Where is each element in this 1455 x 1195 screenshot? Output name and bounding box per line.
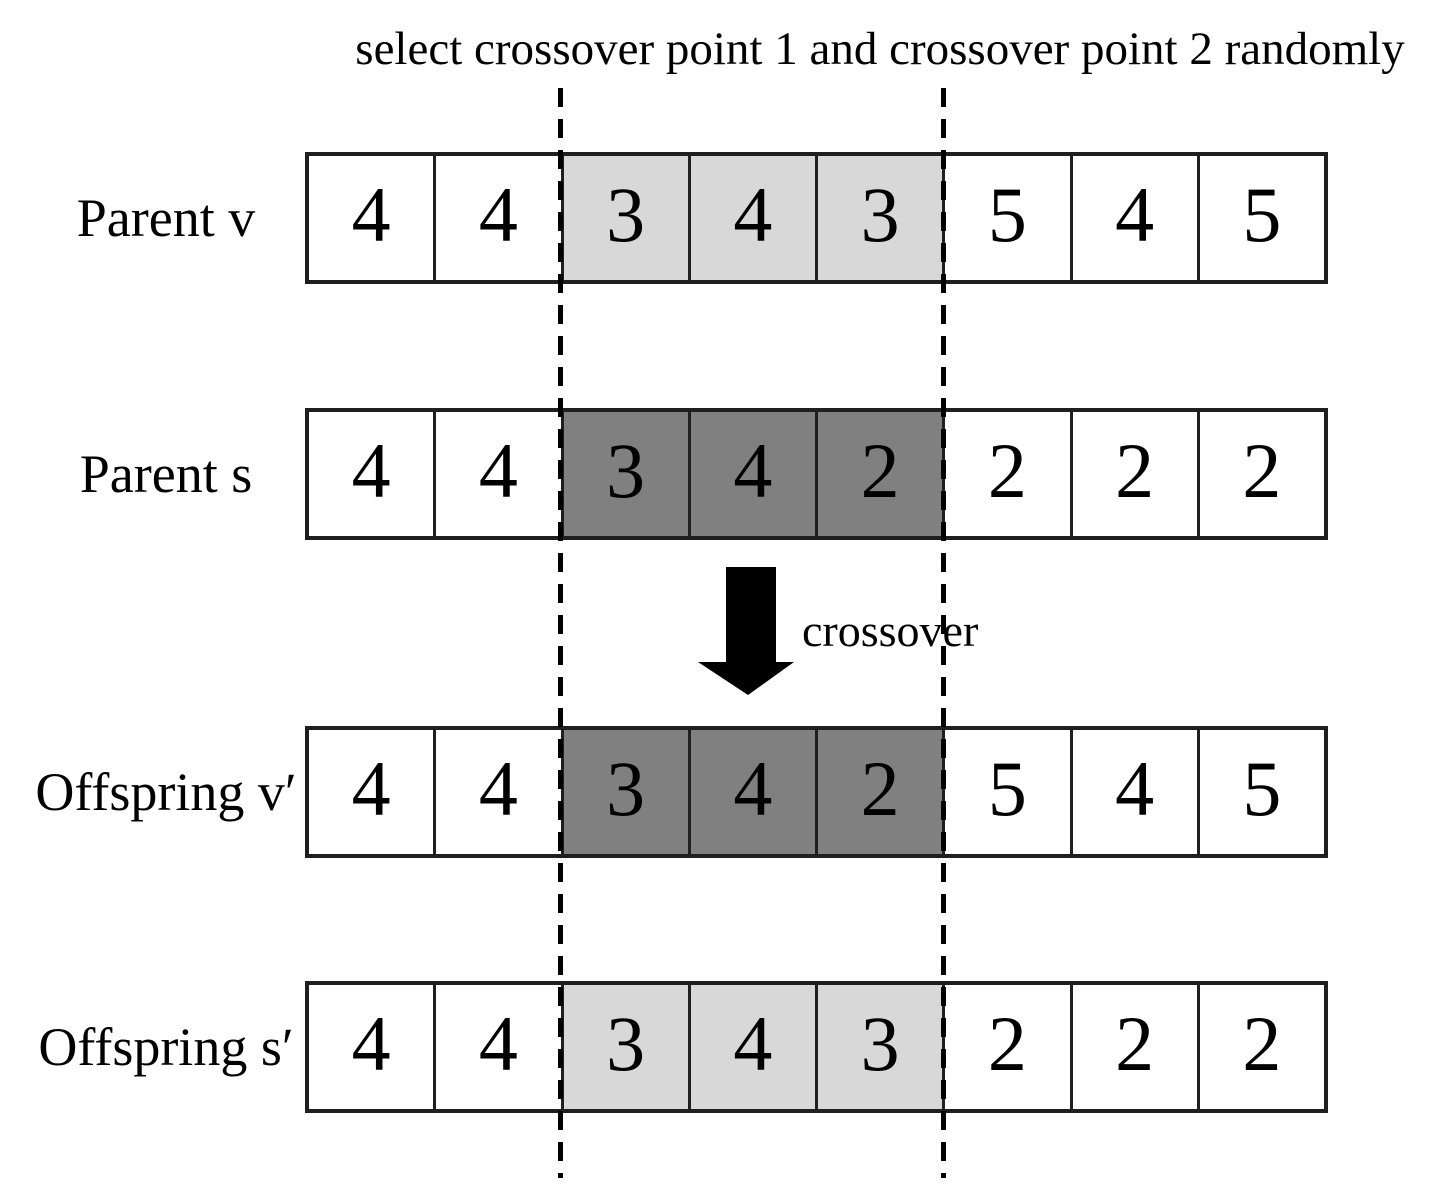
chromosome-offspring-v: 4 4 3 4 2 5 4 5: [305, 726, 1328, 858]
gene-cell: 4: [690, 156, 818, 280]
row-parent-v: Parent v 4 4 3 4 3 5 4 5: [0, 152, 1455, 284]
gene-cell: 2: [1242, 1000, 1282, 1087]
gene-cell: 4: [1073, 730, 1200, 854]
gene-cell: 2: [1242, 427, 1282, 514]
gene-cell: 4: [690, 412, 818, 536]
chromosome-offspring-s: 4 4 3 4 3 2 2 2: [305, 981, 1328, 1113]
row-offspring-s: Offspring s′ 4 4 3 4 3 2 2 2: [0, 981, 1455, 1113]
gene-cell: 5: [1242, 745, 1282, 832]
gene-cell: 4: [690, 730, 818, 854]
gene-cell: 4: [436, 156, 564, 280]
gene-cell: 3: [818, 985, 946, 1109]
crossover-point-2-line: [941, 88, 946, 1178]
chromosome-parent-s: 4 4 3 4 2 2 2 2: [305, 408, 1328, 540]
gene-cell: 5: [945, 156, 1073, 280]
gene-cell: 4: [309, 730, 437, 854]
gene-cell: 4: [436, 730, 564, 854]
gene-cell: 4: [309, 412, 437, 536]
row-label-offspring-s: Offspring s′: [38, 1017, 294, 1077]
gene-cell: 4: [436, 985, 564, 1109]
gene-cell: 4: [436, 412, 564, 536]
crossover-arrow-icon: [698, 567, 794, 695]
gene-cell: 3: [563, 730, 691, 854]
gene-cell: 4: [309, 156, 437, 280]
gene-cell: 4: [309, 985, 437, 1109]
gene-cell: 2: [818, 412, 946, 536]
gene-cell: 3: [818, 156, 946, 280]
row-label-offspring-v: Offspring v′: [35, 762, 297, 822]
gene-cell: 3: [563, 412, 691, 536]
crossover-point-1-line: [558, 88, 563, 1178]
gene-cell: 2: [1073, 412, 1200, 536]
gene-cell: 2: [945, 985, 1073, 1109]
gene-cell: 5: [945, 730, 1073, 854]
gene-cell: 3: [563, 985, 691, 1109]
row-parent-s: Parent s 4 4 3 4 2 2 2 2: [0, 408, 1455, 540]
gene-cell: 2: [945, 412, 1073, 536]
gene-cell: 4: [690, 985, 818, 1109]
row-label-parent-s: Parent s: [79, 444, 253, 504]
row-label-parent-v: Parent v: [76, 188, 256, 248]
gene-cell: 4: [1073, 156, 1200, 280]
gene-cell: 2: [818, 730, 946, 854]
gene-cell: 3: [563, 156, 691, 280]
figure-title: select crossover point 1 and crossover p…: [355, 23, 1405, 75]
gene-cell: 5: [1242, 171, 1282, 258]
gene-cell: 2: [1073, 985, 1200, 1109]
chromosome-parent-v: 4 4 3 4 3 5 4 5: [305, 152, 1328, 284]
row-offspring-v: Offspring v′ 4 4 3 4 2 5 4 5: [0, 726, 1455, 858]
crossover-arrow-label: crossover: [802, 605, 979, 656]
